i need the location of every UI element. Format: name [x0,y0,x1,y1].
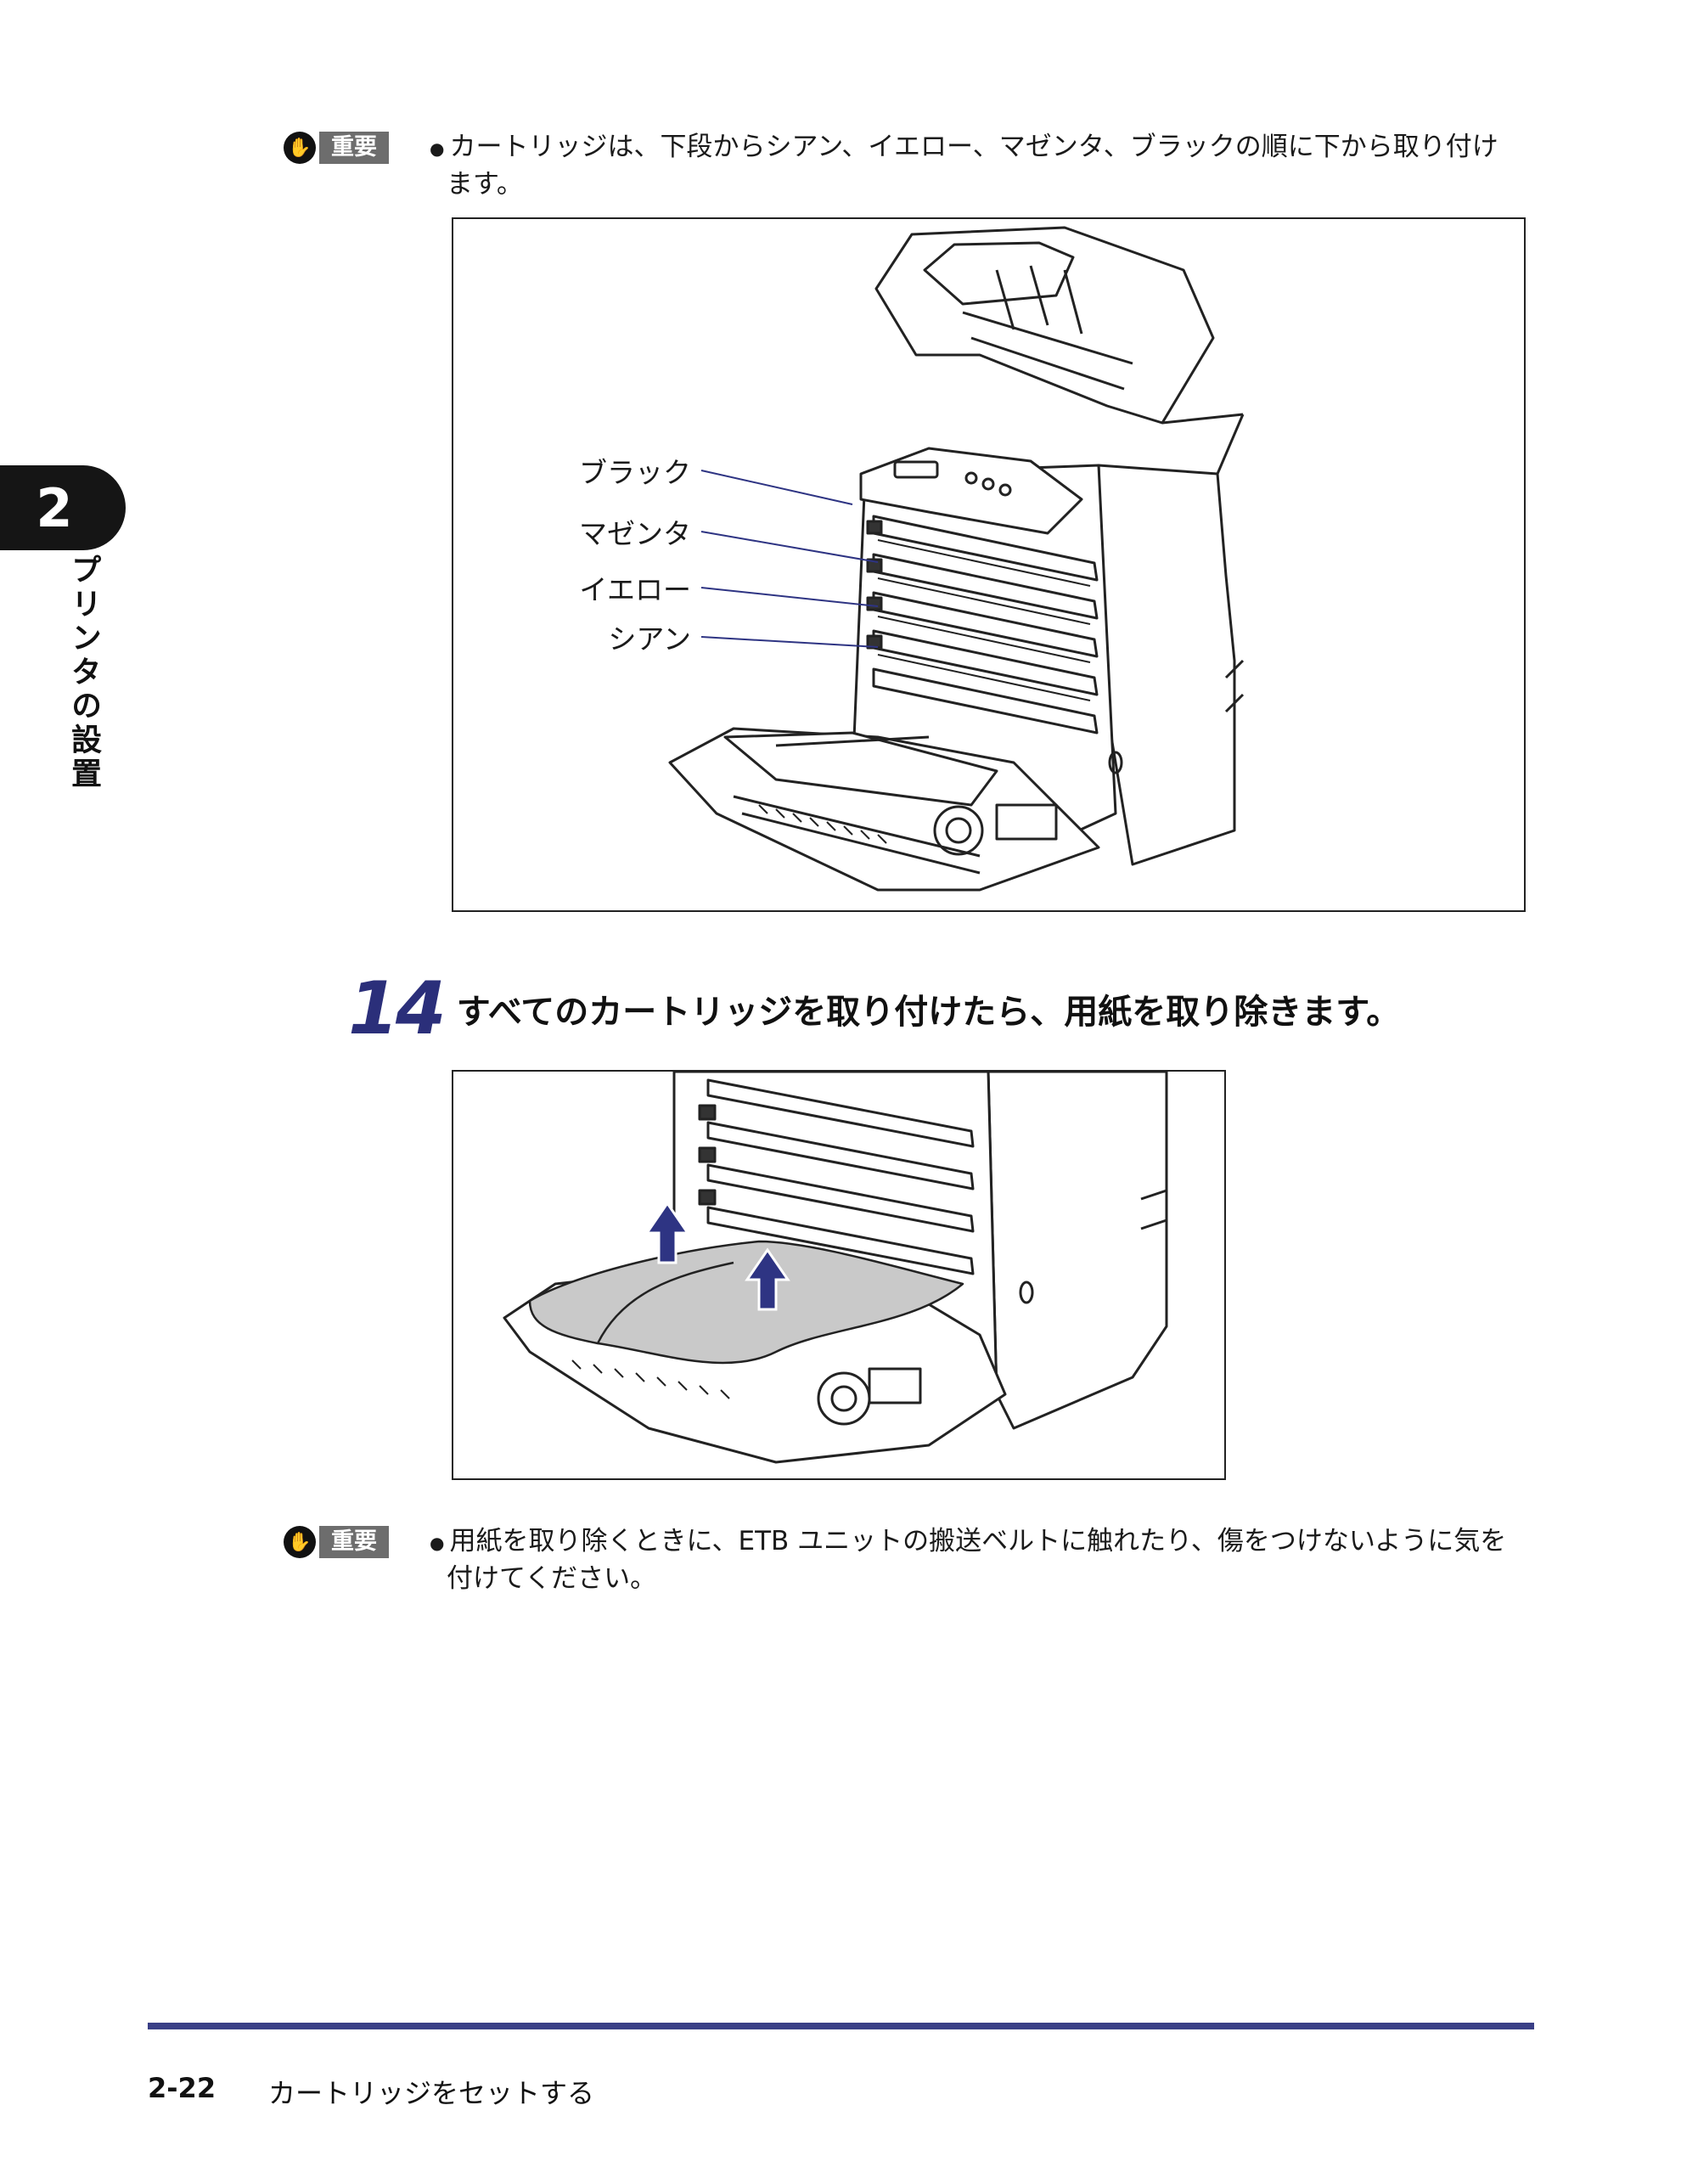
footer-section-title: カートリッジをセットする [268,2077,595,2109]
step-heading: 14 すべてのカートリッジを取り付けたら、用紙を取り除きます。 [348,966,1400,1051]
note1-line2: ます。 [447,168,523,200]
important-badge-2: ✋ 重要 [284,1525,389,1559]
callout-magenta: マゼンタ [579,517,691,550]
important-label: 重要 [319,132,389,164]
step-title: すべてのカートリッジを取り付けたら、用紙を取り除きます。 [456,993,1401,1032]
bullet-icon: ● [430,138,445,159]
note-important-1: ●カートリッジは、下段からシアン、イエロー、マゼンタ、ブラックの順に下から取り付… [430,129,1542,202]
figure-remove-paper [452,1070,1226,1480]
chapter-number: 2 [36,476,73,539]
chapter-title-vertical: プリンタの設置 [66,554,101,791]
note1-line1: カートリッジは、下段からシアン、イエロー、マゼンタ、ブラックの順に下から取り付け [449,132,1498,162]
important-badge: ✋ 重要 [284,131,389,165]
chapter-tab: 2 [0,465,126,550]
hand-stop-icon: ✋ [284,1526,316,1558]
footer-rule [148,2023,1534,2029]
figure-printer-open-cartridges: ブラック マゼンタ イエロー シアン [452,217,1526,912]
step-number: 14 [348,966,447,1051]
bullet-icon: ● [430,1532,445,1553]
hand-stop-icon: ✋ [284,132,316,164]
callout-cyan: シアン [608,622,691,656]
printer-open-illustration [668,226,1245,892]
callout-yellow: イエロー [579,573,691,606]
callout-black: ブラック [579,456,691,489]
note2-line2: 付けてください。 [447,1562,657,1594]
remove-paper-illustration [503,1070,1168,1464]
note-important-2: ●用紙を取り除くときに、ETB ユニットの搬送ベルトに触れたり、傷をつけないよう… [430,1523,1542,1596]
important-label: 重要 [319,1526,389,1558]
footer-page-number: 2-22 [148,2072,216,2104]
lift-arrows [644,1201,790,1311]
note2-line1: 用紙を取り除くときに、ETB ユニットの搬送ベルトに触れたり、傷をつけないように… [449,1526,1507,1556]
